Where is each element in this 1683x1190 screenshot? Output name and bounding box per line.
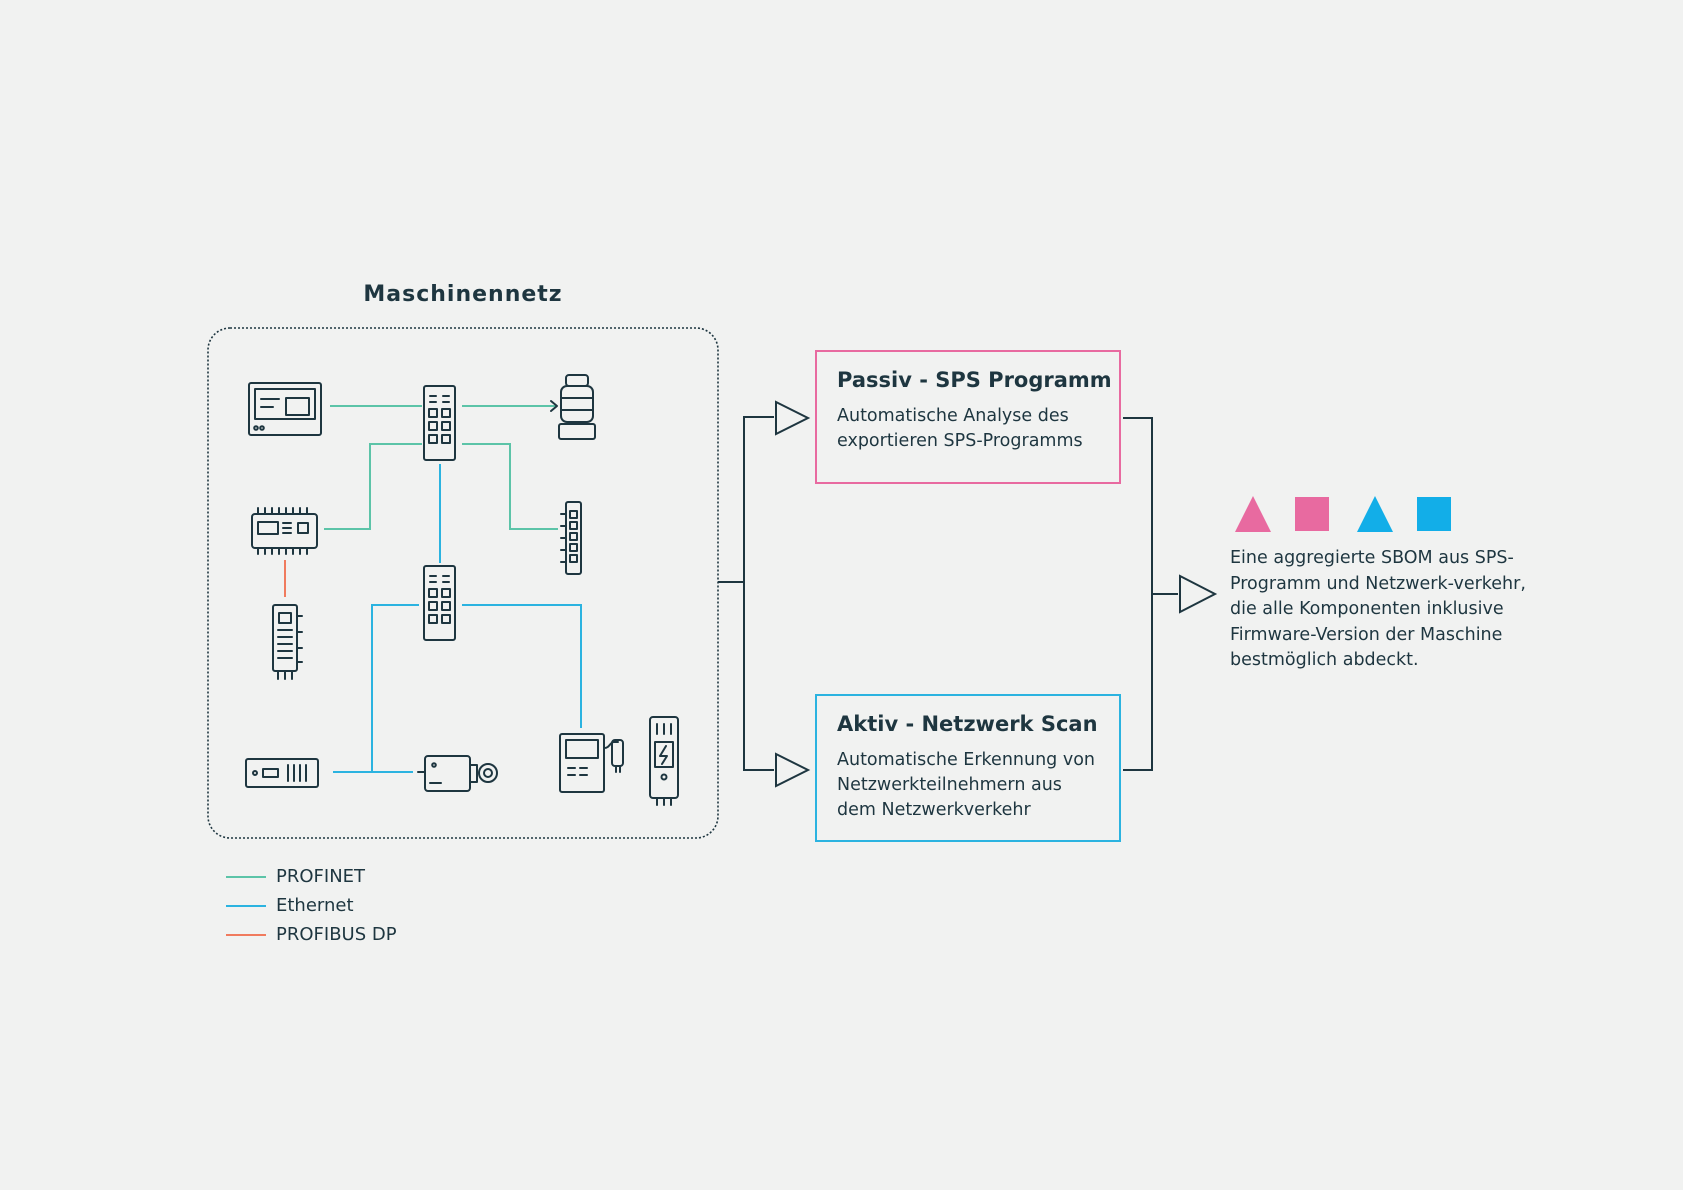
network-device-icon — [245, 758, 319, 788]
arrow-to-result-icon — [1179, 574, 1218, 614]
result-merge-connector — [1123, 417, 1178, 771]
switch-icon — [423, 385, 456, 461]
io-module-icon — [272, 604, 303, 680]
plc-module-icon — [251, 507, 318, 555]
ethernet-links — [333, 464, 582, 773]
passive-method-title: Passiv - SPS Programm — [837, 368, 1112, 392]
valve-actuator-icon — [550, 374, 596, 440]
pink-triangle-icon — [1235, 496, 1271, 532]
legend-swatch-profinet — [226, 875, 266, 878]
handheld-scanner-icon — [559, 733, 624, 793]
arrow-to-active-icon — [775, 752, 811, 788]
io-terminal-icon — [560, 501, 582, 575]
blue-square-icon — [1417, 497, 1451, 531]
legend-swatch-ethernet — [226, 904, 266, 907]
active-method-title: Aktiv - Netzwerk Scan — [837, 712, 1098, 736]
switch-icon — [423, 565, 456, 641]
passive-method-box: Passiv - SPS Programm Automatische Analy… — [815, 350, 1121, 484]
legend-item-profibus: PROFIBUS DP — [226, 920, 397, 949]
method-branch-connector — [718, 416, 774, 771]
legend-swatch-profibus — [226, 933, 266, 936]
legend-item-profinet: PROFINET — [226, 862, 397, 891]
legend-label: PROFIBUS DP — [276, 924, 397, 945]
legend: PROFINET Ethernet PROFIBUS DP — [226, 862, 397, 949]
power-supply-icon — [649, 716, 679, 806]
hmi-panel-icon — [248, 382, 322, 436]
passive-method-description: Automatische Analyse des exportieren SPS… — [837, 406, 1083, 451]
active-method-description: Automatische Erkennung von Netzwerkteiln… — [837, 750, 1096, 820]
pink-square-icon — [1295, 497, 1329, 531]
active-method-box: Aktiv - Netzwerk Scan Automatische Erken… — [815, 694, 1121, 842]
camera-icon — [417, 755, 498, 792]
legend-label: PROFINET — [276, 866, 366, 887]
arrow-to-passive-icon — [775, 400, 811, 436]
profinet-links — [324, 405, 558, 530]
legend-label: Ethernet — [276, 895, 354, 916]
result-description: Eine aggregierte SBOM aus SPS-Programm u… — [1230, 548, 1526, 670]
legend-item-ethernet: Ethernet — [226, 891, 397, 920]
blue-triangle-icon — [1357, 496, 1393, 532]
network-title: Maschinennetz — [363, 282, 563, 307]
